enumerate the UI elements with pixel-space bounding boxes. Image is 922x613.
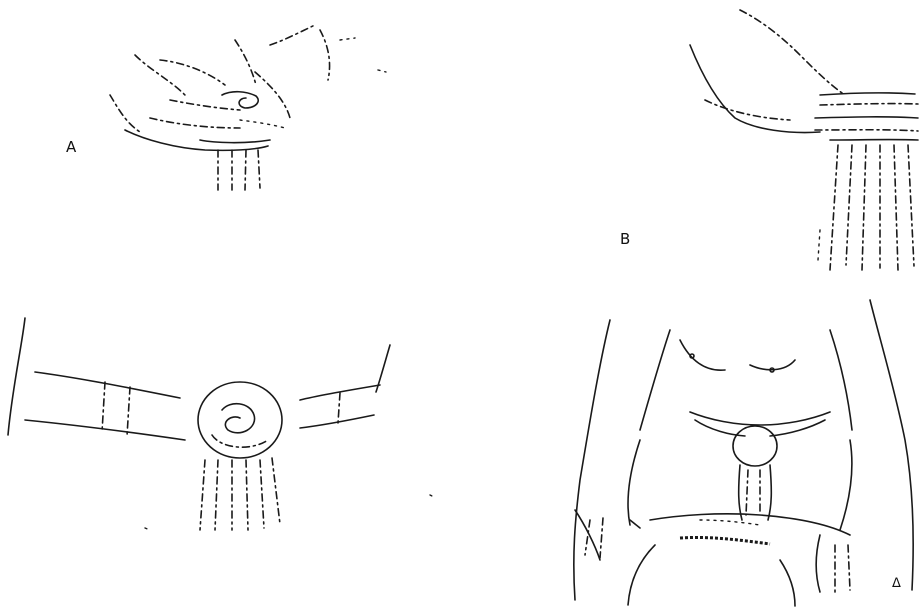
panel-d-drawing xyxy=(574,300,913,606)
panel-d-label: ᐃ xyxy=(892,577,901,590)
panel-b-label: B xyxy=(620,232,630,247)
panel-a-label: A xyxy=(66,140,76,155)
